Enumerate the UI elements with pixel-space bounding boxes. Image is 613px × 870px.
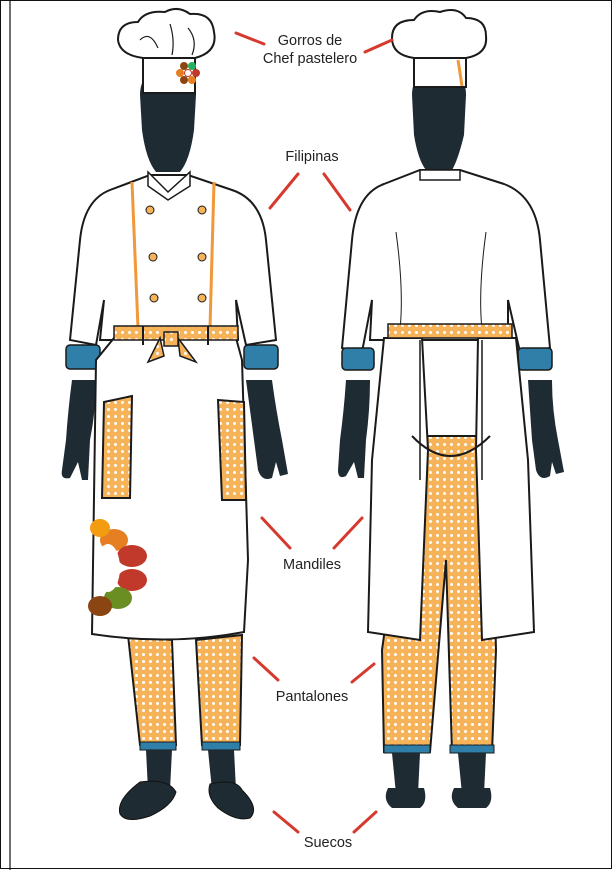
front-right-pant (196, 635, 242, 745)
label-aprons: Mandiles (262, 556, 362, 574)
leader-jacket-left (270, 174, 298, 208)
back-left-hand (338, 380, 370, 478)
back-left-ankle (392, 753, 420, 794)
leader-jacket-right (324, 174, 350, 210)
back-left-cuff (342, 348, 374, 370)
front-chef-hat (118, 9, 215, 93)
back-right-cuff (518, 348, 552, 370)
label-pants: Pantalones (262, 688, 362, 706)
leader-pants-right (352, 664, 374, 682)
back-apron-waistband (388, 324, 512, 338)
back-right-hand (528, 380, 564, 478)
leader-apron-left (262, 518, 290, 548)
label-shoes: Suecos (278, 834, 378, 852)
front-apron-pocket-right (218, 400, 246, 500)
leader-shoes-left (274, 812, 298, 832)
front-apron-pocket-left (102, 396, 132, 498)
front-left-pant (128, 635, 176, 745)
front-right-clog (209, 782, 254, 819)
front-left-hand (62, 380, 96, 480)
front-left-cuff (66, 345, 100, 369)
back-right-clog (452, 788, 492, 808)
leader-pants-left (254, 658, 278, 680)
label-hats: Gorros de Chef pastelero (250, 32, 370, 68)
front-right-pant-hem (202, 742, 240, 750)
back-apron-left-panel (368, 338, 428, 640)
leader-apron-right (334, 518, 362, 548)
front-figure (62, 9, 288, 820)
back-left-pant-hem (384, 745, 430, 753)
leader-shoes-right (354, 812, 376, 832)
back-chef-hat (392, 10, 486, 87)
label-hats-line2: Chef pastelero (250, 50, 370, 68)
front-right-hand (246, 380, 288, 479)
front-left-pant-hem (140, 742, 176, 750)
front-left-clog (119, 781, 176, 819)
back-right-ankle (458, 753, 486, 794)
back-right-pant-hem (450, 745, 494, 753)
back-apron-right-panel (476, 338, 534, 640)
back-collar (420, 170, 460, 180)
front-jacket (70, 175, 276, 345)
front-right-cuff (244, 345, 278, 369)
back-left-clog (386, 788, 426, 808)
label-hats-line1: Gorros de (250, 32, 370, 50)
label-jackets: Filipinas (262, 148, 362, 166)
back-figure (338, 10, 564, 808)
front-apron-knot (164, 332, 178, 346)
